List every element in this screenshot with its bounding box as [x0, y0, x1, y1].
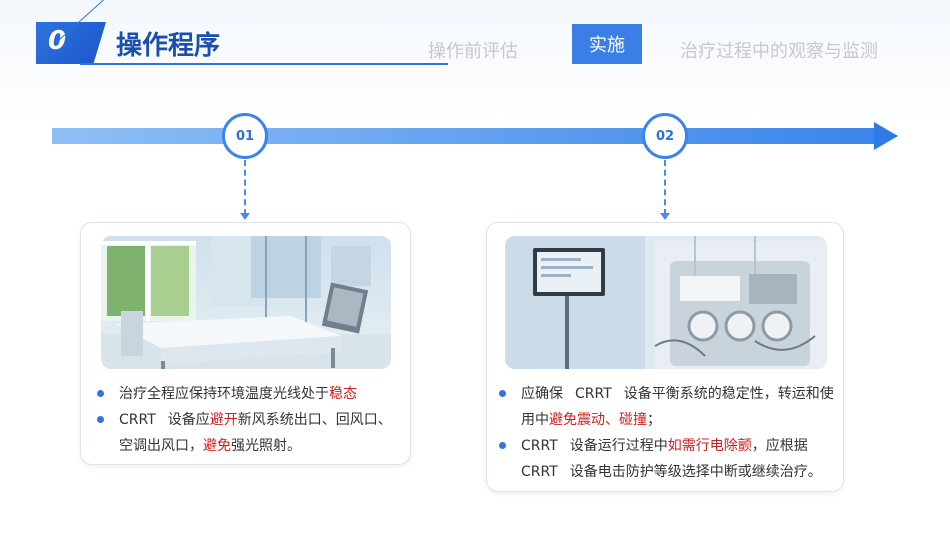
tab-pre-assessment[interactable]: 操作前评估 — [428, 41, 518, 62]
timeline-arrow-head — [874, 122, 898, 150]
tab-implementation[interactable]: 实施 — [572, 24, 642, 64]
tab-observation-monitoring[interactable]: 治疗过程中的观察与监测 — [680, 41, 878, 62]
connector-1 — [244, 160, 246, 215]
header-band — [0, 0, 950, 120]
connector-2-arrow — [660, 213, 670, 220]
title-underline — [80, 63, 448, 65]
list-item: 治疗全程应保持环境温度光线处于稳态 — [97, 381, 402, 407]
connector-1-arrow — [240, 213, 250, 220]
hospital-ward-bed-image — [101, 236, 391, 369]
page-title: 操作程序 — [116, 31, 221, 61]
timeline-arrow-bar — [52, 128, 882, 144]
connector-2 — [664, 160, 666, 215]
crrt-machine-image — [505, 236, 827, 369]
timeline-node-2: 02 — [642, 113, 688, 159]
timeline-node-1: 01 — [222, 113, 268, 159]
